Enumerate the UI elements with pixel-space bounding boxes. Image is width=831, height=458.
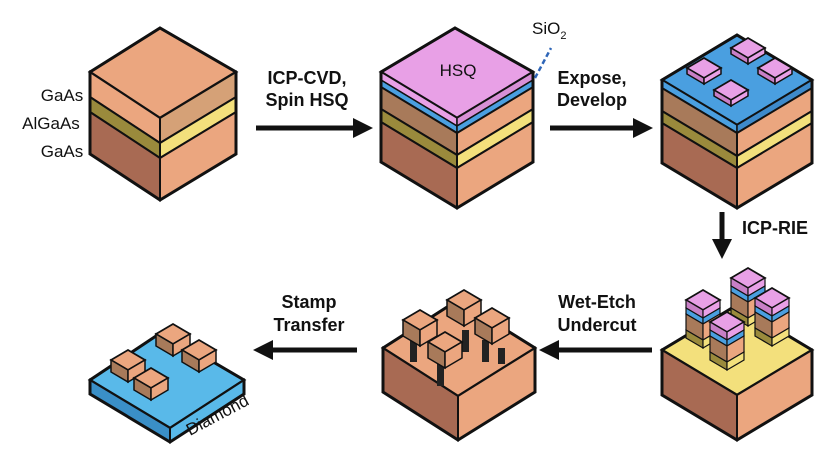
layer-label-algaas: AlGaAs bbox=[22, 114, 80, 133]
undercut-post bbox=[437, 358, 444, 386]
sio2-label-base: SiO bbox=[532, 19, 560, 38]
transferred-device bbox=[132, 366, 170, 402]
layer-label-gaas-top: GaAs bbox=[41, 86, 84, 105]
step-3-label: ICP-RIE bbox=[742, 218, 808, 238]
suspended-membrane bbox=[426, 330, 464, 370]
sio2-pointer-line bbox=[533, 47, 553, 79]
step-1-label-line-2: Spin HSQ bbox=[265, 90, 348, 110]
hsq-label: HSQ bbox=[440, 61, 477, 80]
etched-pillar bbox=[708, 310, 746, 372]
suspended-membrane bbox=[473, 306, 511, 346]
step-1-label-line-1: ICP-CVD, bbox=[267, 68, 346, 88]
block-4-etched-pillars bbox=[659, 266, 815, 442]
etched-pillar bbox=[753, 286, 791, 348]
transferred-device bbox=[109, 348, 147, 384]
hsq-pad bbox=[756, 56, 794, 86]
transferred-device bbox=[180, 338, 218, 374]
block-5-undercut-membranes bbox=[380, 288, 538, 442]
step-5-label-line-2: Transfer bbox=[273, 315, 344, 335]
block-1-heterostructure bbox=[87, 26, 239, 202]
block-3-patterned-hsq bbox=[659, 33, 815, 210]
step-4-label-line-1: Wet-Etch bbox=[558, 292, 636, 312]
undercut-post bbox=[482, 340, 489, 362]
hsq-pad bbox=[729, 36, 767, 66]
undercut-post bbox=[410, 332, 417, 362]
block-2-hsq-coated bbox=[378, 26, 536, 210]
layer-label-gaas-bottom: GaAs bbox=[41, 142, 84, 161]
undercut-post bbox=[498, 348, 505, 364]
step-5-label-line-1: Stamp bbox=[281, 292, 336, 312]
step-4-label-line-2: Undercut bbox=[557, 315, 636, 335]
sio2-label: SiO2 bbox=[532, 19, 566, 42]
step-2-label-line-1: Expose, bbox=[557, 68, 626, 88]
sio2-label-subscript: 2 bbox=[560, 30, 566, 42]
block-6-diamond-substrate bbox=[87, 322, 247, 444]
transferred-device bbox=[154, 322, 192, 358]
hsq-pad bbox=[685, 56, 723, 86]
hsq-pad bbox=[712, 78, 750, 108]
undercut-post bbox=[462, 330, 469, 352]
step-2-label-line-2: Develop bbox=[557, 90, 627, 110]
